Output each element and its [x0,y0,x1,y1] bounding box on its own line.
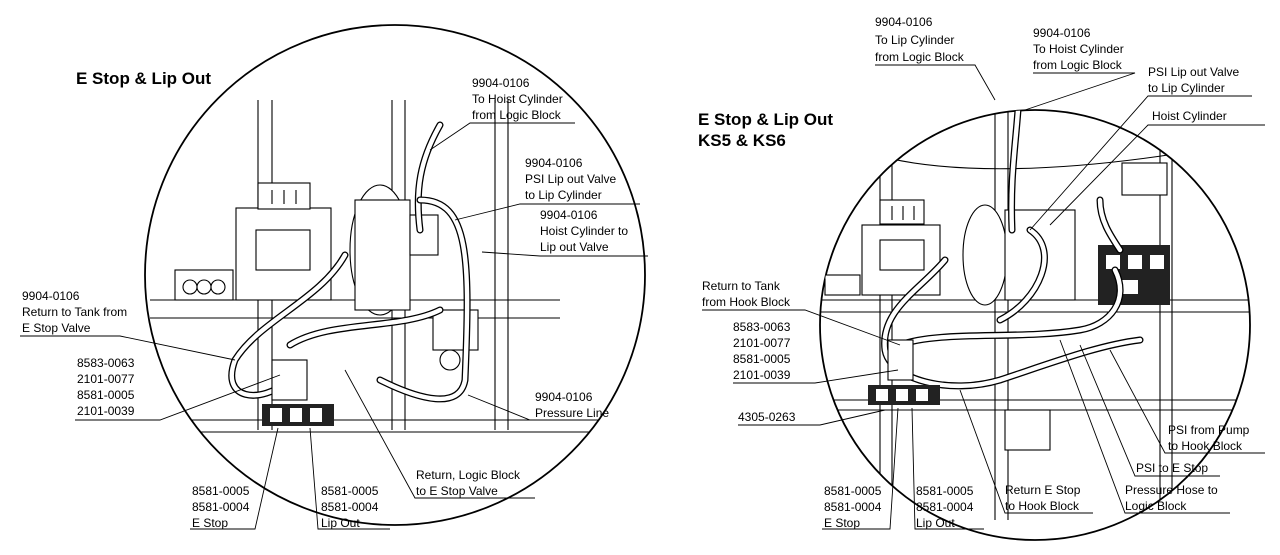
label-psi-lip-valve-right: PSI Lip out Valve to Lip Cylinder [1148,65,1243,95]
leader-hoist-to-lip-valve [481,251,648,257]
label-pressure-line: 9904-0106 Pressure Line [535,390,609,420]
label-psi-estop: PSI to E Stop [1136,461,1208,475]
leader-psi-lip-valve [454,203,640,221]
label-lipout-fittings-right: 8581-0005 8581-0004 Lip Out [916,484,977,530]
label-lip-from-logic: 9904-0106 To Lip Cylinder from Logic Blo… [875,15,965,64]
leader-single-part [738,409,886,426]
left-valve-lower [432,309,479,351]
right-hook-block [1098,245,1170,305]
label-hoist-from-logic: 9904-0106 To Hoist Cylinder from Logic B… [472,76,566,122]
left-detail: E Stop & Lip Out [20,24,648,530]
right-estop-valve [887,339,914,381]
label-hoist-to-lip-valve: 9904-0106 Hoist Cylinder to Lip out Valv… [540,208,631,254]
leader-return-logic-estop [344,369,535,499]
leader-hoist-from-logic [429,122,575,151]
leader-lipout-fittings-right [911,407,984,530]
leader-parts-group [75,374,281,421]
label-return-tank-hook: Return to Tank from Hook Block [702,279,791,309]
left-valve-upper [409,214,439,256]
left-title: E Stop & Lip Out [76,69,211,88]
right-detail: E Stop & Lip Out KS5 & KS6 [698,15,1265,541]
leader-return-estop-hook [959,389,1093,514]
leader-psi-estop [1079,344,1220,477]
right-junction-box [1121,162,1168,196]
leader-return-tank-estop [20,335,236,361]
left-estop-valve [271,359,308,401]
left-detail-circle [144,24,646,526]
label-estop-fittings: 8581-0005 8581-0004 E Stop [192,484,253,530]
label-return-estop-hook: Return E Stop to Hook Block [1005,483,1084,513]
leader-pressure-hose-logic [1059,339,1230,514]
leader-parts-group-right [733,369,899,384]
label-single-part: 4305-0263 [738,410,796,424]
right-title: E Stop & Lip Out KS5 & KS6 [698,110,838,150]
label-psi-pump-hook: PSI from Pump to Hook Block [1168,423,1253,453]
right-detail-circle [819,109,1251,541]
label-parts-group-right: 8583-0063 2101-0077 8581-0005 2101-0039 [733,320,794,382]
right-hoist-cylinder [1004,209,1076,301]
label-return-logic-estop: Return, Logic Block to E Stop Valve [416,468,523,498]
label-parts-group: 8583-0063 2101-0077 8581-0005 2101-0039 [77,356,138,418]
leader-hoist-cylinder [1049,124,1265,226]
leader-hoist-from-logic-right [1024,72,1136,111]
label-hoist-from-logic-right: 9904-0106 To Hoist Cylinder from Logic B… [1033,26,1127,72]
label-estop-fittings-right: 8581-0005 8581-0004 E Stop [824,484,885,530]
leader-psi-lip-valve-right [1029,95,1252,231]
leader-psi-pump-hook [1109,349,1265,454]
leader-estop-fittings-right [822,407,899,530]
leader-return-tank-hook [702,309,901,346]
label-hoist-cylinder: Hoist Cylinder [1152,109,1227,123]
left-junction-box [174,269,234,301]
label-pressure-hose-logic: Pressure Hose to Logic Block [1125,483,1221,513]
label-lipout-fittings: 8581-0005 8581-0004 Lip Out [321,484,382,530]
right-machinery [820,110,1250,520]
leader-pressure-line [467,394,592,421]
leader-lip-from-logic [875,64,996,101]
leader-lipout-fittings [309,427,390,530]
label-return-tank-estop: 9904-0106 Return to Tank from E Stop Val… [22,289,131,335]
left-machinery [150,100,640,433]
label-psi-lip-valve: 9904-0106 PSI Lip out Valve to Lip Cylin… [525,156,620,202]
right-reservoir [962,204,1008,306]
leader-estop-fittings [190,427,279,530]
